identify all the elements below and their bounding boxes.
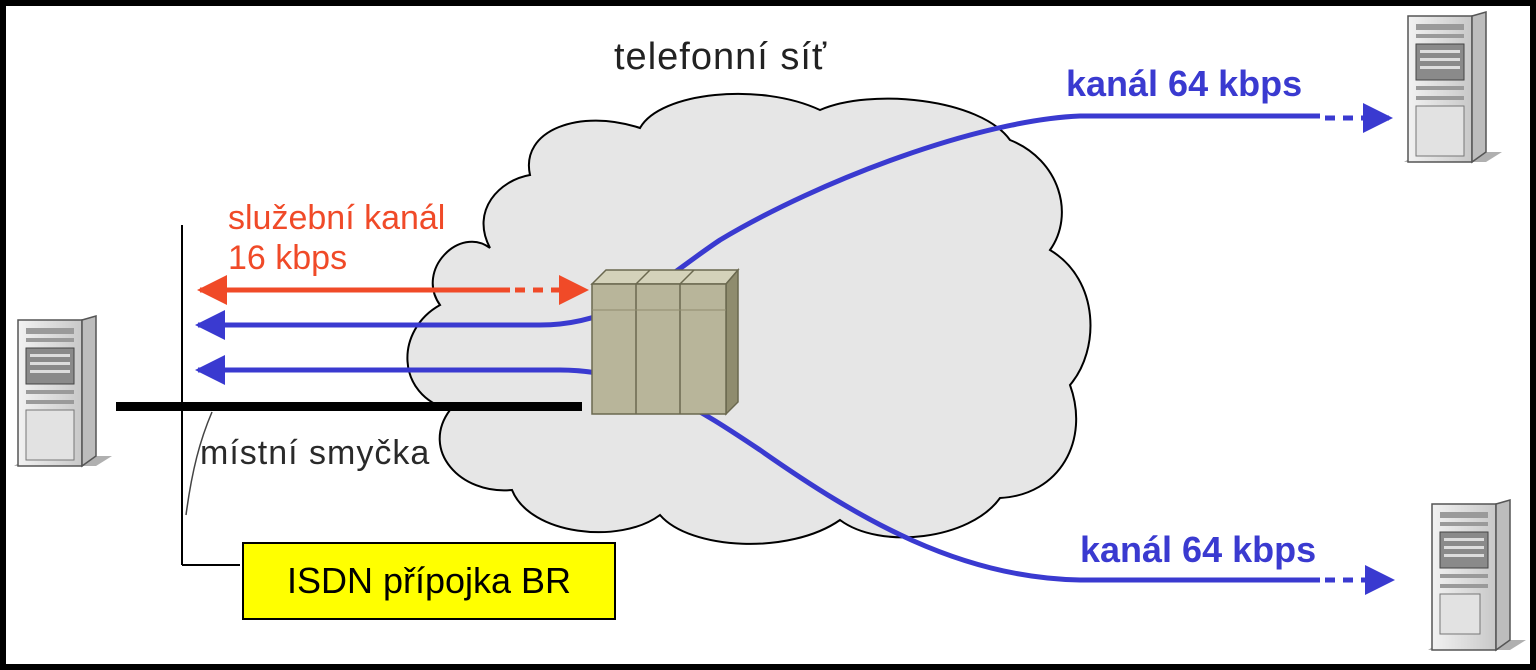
telephone-exchange-icon: [590, 267, 740, 416]
left-terminal-computer-icon: [14, 315, 112, 468]
local-loop-line: [116, 402, 582, 411]
right-bottom-terminal-computer-icon: [1428, 499, 1526, 652]
d-channel-label-line1: služební kanál: [228, 199, 446, 237]
local-loop-label: místní smyčka: [200, 434, 431, 472]
telephone-network-cloud: [406, 92, 1092, 545]
d-channel-label: služební kanál 16 kbps: [228, 198, 445, 278]
local-loop-leader: [185, 411, 213, 516]
cloud-title: telefonní síť: [614, 36, 828, 78]
isdn-bri-label-box: ISDN přípojka BR: [242, 542, 616, 620]
right-top-terminal-computer-icon: [1404, 11, 1502, 164]
b-channel-1-label: kanál 64 kbps: [1066, 63, 1303, 104]
b-channel-2-label: kanál 64 kbps: [1080, 529, 1317, 570]
d-channel-label-line2: 16 kbps: [228, 239, 348, 277]
